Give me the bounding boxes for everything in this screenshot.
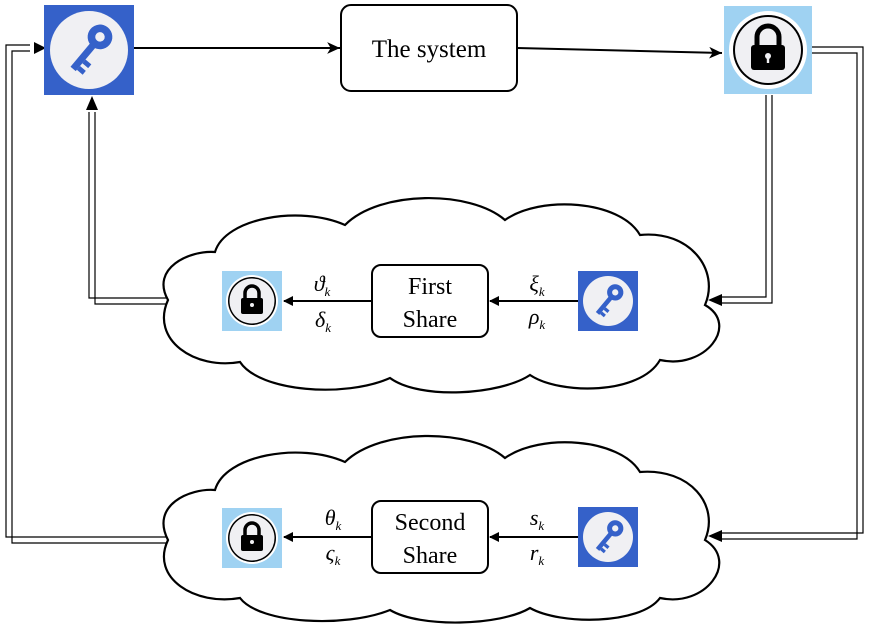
right-outer-path-a [722,46,864,534]
second-share-out-top-symbol: θk [325,505,342,533]
second-share-lock-icon [222,508,282,568]
arrowhead-to-key-left [34,42,46,54]
arrowhead-to-key-bottom [86,96,98,110]
first-share-box: First Share [371,264,489,338]
second-share-label-line1: Second [395,510,466,536]
arrowhead-to-second-cloud [708,530,722,542]
second-share-key-icon [578,507,638,567]
key-icon [44,5,134,95]
second-share-in-bottom-symbol: rk [530,540,545,568]
second-share-out-bottom-symbol: ςk [326,540,341,568]
first-share-key-icon [578,271,638,331]
arrowhead-to-first-cloud [708,294,722,306]
first-share-in-top-symbol: ξk [529,271,544,299]
first-share-in-bottom-symbol: ρk [528,304,546,332]
left-outer-path-a [5,44,168,538]
first-share-lock-icon [222,271,282,331]
first-share-label-line2: Share [403,307,458,333]
feedback-arrowheads [34,42,722,542]
second-share-box: Second Share [371,500,489,574]
arrow-system-to-lock [516,46,723,59]
right-outer-path-b [722,52,858,540]
left-inner-path-a [88,112,168,299]
system-label: The system [372,36,487,63]
first-share-label-line1: First [408,274,452,300]
right-inner-path-a [722,95,767,298]
first-share-out-bottom-symbol: δk [315,307,331,335]
second-share-in-top-symbol: sk [530,505,545,533]
feedback-lines [5,44,864,544]
system-box: The system [340,4,518,92]
second-share-label-line2: Share [403,543,458,569]
first-share-out-top-symbol: ϑk [314,271,331,299]
left-inner-path-b [94,112,168,305]
right-inner-path-b [722,95,773,304]
lock-icon [724,6,812,94]
left-outer-path-b [11,50,168,544]
